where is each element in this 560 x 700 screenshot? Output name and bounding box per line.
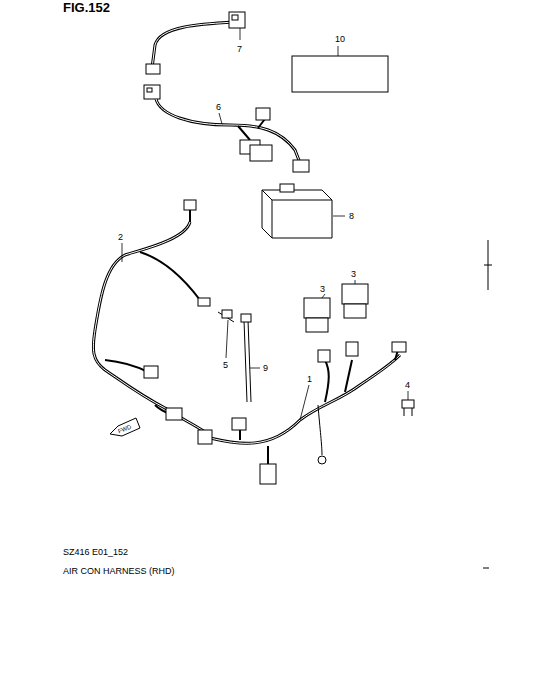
callout-number: 4 — [404, 380, 411, 390]
forward-arrow — [110, 418, 140, 436]
callout-number: 10 — [334, 34, 346, 44]
sensor-5 — [218, 310, 234, 322]
label-plate — [292, 56, 388, 92]
label: SZ416 E01_152 — [62, 547, 129, 557]
margin-mark — [483, 568, 489, 569]
harness-6 — [144, 12, 309, 172]
callout-number: 7 — [236, 44, 243, 54]
relay-3 — [304, 284, 368, 332]
leader-line — [122, 28, 408, 420]
harness-1 — [198, 342, 406, 484]
margin-mark — [484, 240, 492, 290]
callout-number: 6 — [215, 102, 222, 112]
callout-number: 3 — [350, 269, 357, 279]
figure-title: FIG.152 — [62, 1, 111, 15]
callout-number: 5 — [222, 360, 229, 370]
callout-number: 9 — [262, 363, 269, 373]
fuse-4 — [402, 400, 414, 416]
callout-number: 3 — [319, 284, 326, 294]
callout-number: 8 — [348, 211, 355, 221]
callout-number: 2 — [117, 232, 124, 242]
figure-caption: AIR CON HARNESS (RHD) — [62, 566, 176, 576]
callout-number: 1 — [306, 374, 313, 384]
tie-9 — [241, 314, 251, 402]
module-8 — [262, 184, 332, 238]
harness-2 — [93, 200, 210, 432]
